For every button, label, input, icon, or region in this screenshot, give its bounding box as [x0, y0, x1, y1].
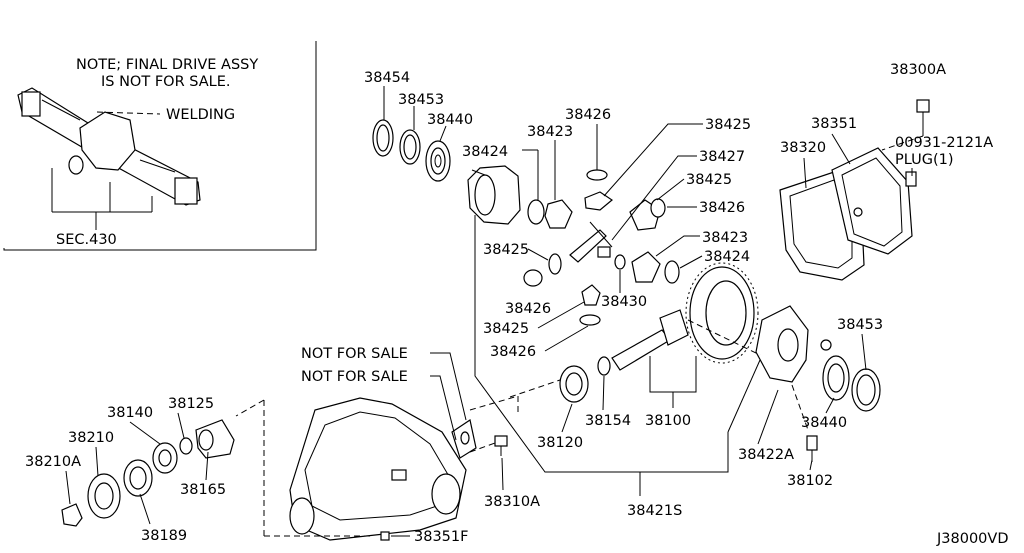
label-38425-mid: 38425 — [686, 172, 732, 188]
label-38320: 38320 — [780, 140, 826, 156]
label-38440-right: 38440 — [801, 415, 847, 431]
axle-housing-drawing — [17, 87, 201, 206]
label-38422A: 38422A — [738, 447, 794, 463]
label-38210A: 38210A — [25, 454, 81, 470]
gear-carrier-drawing — [289, 397, 477, 541]
label-38427: 38427 — [699, 149, 745, 165]
label-38310A: 38310A — [484, 494, 540, 510]
label-38454: 38454 — [364, 70, 410, 86]
seal-stack-top — [372, 86, 451, 182]
label-38189: 38189 — [141, 528, 187, 544]
label-38426-left: 38426 — [505, 301, 551, 317]
label-38140: 38140 — [107, 405, 153, 421]
carrier-right-drawing — [755, 305, 881, 412]
label-38425-top: 38425 — [705, 117, 751, 133]
label-38430: 38430 — [601, 294, 647, 310]
flange-stack-drawing — [61, 419, 235, 527]
diagram-code: J38000VD — [936, 531, 1009, 547]
label-38351F: 38351F — [414, 529, 468, 545]
label-38426-mid: 38426 — [699, 200, 745, 216]
inset-panel: NOTE; FINAL DRIVE ASSY IS NOT FOR SALE. … — [3, 41, 317, 251]
label-38100: 38100 — [645, 413, 691, 429]
side-gears-drawing — [523, 169, 680, 326]
plug-text-label: PLUG(1) — [895, 152, 954, 168]
label-38426-low: 38426 — [490, 344, 536, 360]
not-for-sale-2: NOT FOR SALE — [301, 369, 408, 385]
label-38351: 38351 — [811, 116, 857, 132]
note-line-1: NOTE; FINAL DRIVE ASSY — [76, 57, 258, 73]
label-38453-top: 38453 — [398, 92, 444, 108]
ring-gear-drawing — [685, 262, 759, 364]
welding-label: WELDING — [166, 107, 235, 123]
bolt-38102 — [806, 435, 818, 462]
rear-cover-drawing — [779, 147, 917, 281]
plug-code-label: 00931-2121A — [895, 135, 993, 151]
label-38425-low: 38425 — [483, 321, 529, 337]
label-38423-mid: 38423 — [702, 230, 748, 246]
drive-pinion-drawing — [559, 309, 689, 403]
bolt-38300A — [916, 99, 930, 136]
bolt-38310A — [494, 435, 508, 456]
plug-38351F — [380, 531, 390, 541]
label-38125: 38125 — [168, 396, 214, 412]
label-38165: 38165 — [180, 482, 226, 498]
label-38421S: 38421S — [627, 503, 682, 519]
label-38210: 38210 — [68, 430, 114, 446]
sec-label: SEC.430 — [56, 232, 117, 248]
label-38453-right: 38453 — [837, 317, 883, 333]
label-38120: 38120 — [537, 435, 583, 451]
note-line-2: IS NOT FOR SALE. — [101, 74, 231, 90]
label-38300A: 38300A — [890, 62, 946, 78]
label-38426-top: 38426 — [565, 107, 611, 123]
label-38424-top: 38424 — [462, 144, 508, 160]
not-for-sale-1: NOT FOR SALE — [301, 346, 408, 362]
label-38424-mid: 38424 — [704, 249, 750, 265]
label-38440-top: 38440 — [427, 112, 473, 128]
label-38102: 38102 — [787, 473, 833, 489]
label-38423-top: 38423 — [527, 124, 573, 140]
differential-case-drawing — [467, 165, 521, 225]
label-38425-left: 38425 — [483, 242, 529, 258]
label-38154: 38154 — [585, 413, 631, 429]
